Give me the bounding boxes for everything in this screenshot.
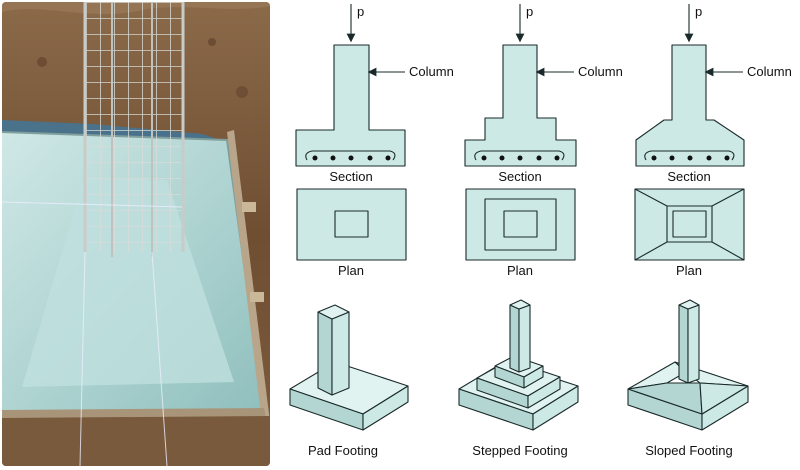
- column-label: Column: [747, 64, 792, 79]
- sloped-footing-3d: Sloped Footing: [627, 299, 749, 458]
- footing-name-sloped: Sloped Footing: [645, 443, 732, 458]
- plan-label: Plan: [338, 263, 364, 278]
- plan-label: Plan: [676, 263, 702, 278]
- column-label: Column: [578, 64, 623, 79]
- section-label: Section: [329, 169, 372, 184]
- construction-photo: [2, 2, 270, 466]
- load-label: p: [695, 4, 702, 19]
- load-label: p: [526, 4, 533, 19]
- footing-types-diagram: p Column Section Plan Pad Footing p Col: [289, 4, 792, 458]
- sloped-footing-plan: Plan: [634, 188, 745, 278]
- stepped-footing-plan: Plan: [465, 188, 576, 278]
- pad-footing-section: p Column Section: [295, 4, 454, 184]
- pad-footing-3d: Pad Footing: [289, 304, 409, 458]
- stepped-footing-3d: Stepped Footing: [458, 299, 579, 458]
- plan-label: Plan: [507, 263, 533, 278]
- stepped-footing-section: p Column Section: [464, 4, 623, 184]
- pad-footing-plan: Plan: [296, 188, 407, 278]
- section-label: Section: [667, 169, 710, 184]
- footing-name-stepped: Stepped Footing: [472, 443, 567, 458]
- section-label: Section: [498, 169, 541, 184]
- load-label: p: [357, 4, 364, 19]
- column-label: Column: [409, 64, 454, 79]
- sloped-footing-section: p Column Section: [635, 4, 792, 184]
- footing-name-pad: Pad Footing: [308, 443, 378, 458]
